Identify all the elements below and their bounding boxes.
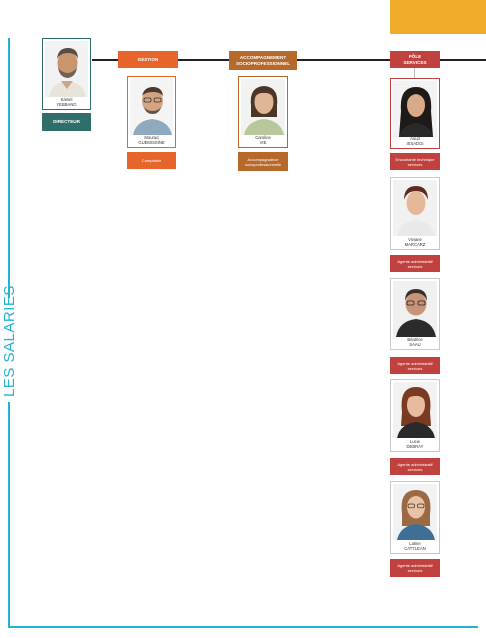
staff-name: Béatrice SAAU (407, 336, 423, 347)
connector-line (92, 59, 118, 61)
staff-name: Viviane MARCARZ (404, 236, 426, 247)
staff-name: Latine CATTLEAN (404, 540, 426, 551)
staff-photo (241, 79, 285, 135)
staff-card: Aoud ISSADGI (390, 78, 440, 149)
staff-photo (393, 180, 437, 236)
director-role-badge: DIRECTEUR (42, 113, 91, 131)
staff-photo (393, 281, 437, 337)
director-photo (45, 41, 88, 97)
staff-photo (393, 81, 437, 137)
avatar (393, 81, 437, 137)
side-rule-foot (8, 626, 478, 628)
side-rule-top (8, 38, 10, 298)
staff-role-badge: Agente administratif services (390, 357, 440, 374)
staff-card: Caroline VIE (238, 76, 288, 148)
staff-role-badge: Comptable (127, 152, 176, 169)
director-card: Kamel YEBBANG (42, 38, 91, 110)
staff-role-badge: Accompagnatrice socioprofessionnelle (238, 152, 288, 171)
avatar (393, 180, 437, 236)
department-header-gestion: GESTION (118, 51, 178, 68)
avatar (393, 281, 437, 337)
staff-card: Latine CATTLEAN (390, 481, 440, 554)
staff-name: Lucie DEBRAY (406, 438, 424, 449)
director-name: Kamel YEBBANG (56, 96, 77, 107)
avatar (241, 79, 285, 135)
staff-card: Lucie DEBRAY (390, 379, 440, 452)
connector-line (297, 59, 390, 61)
staff-photo (393, 484, 437, 540)
department-header-accompagnement: ACCOMPAGNEMENT SOCIOPROFESSIONNEL (229, 51, 297, 70)
connector-line (414, 68, 415, 78)
staff-role-badge: Agente administratif services (390, 559, 440, 577)
staff-role-badge: Encadrante technique services (390, 153, 440, 170)
avatar (130, 79, 173, 135)
department-header-pole-services: PÔLE SERVICES (390, 51, 440, 68)
side-rule-bottom (8, 402, 10, 628)
staff-card: Béatrice SAAU (390, 278, 440, 350)
staff-card: Mourad GUEMISSINE (127, 76, 176, 148)
connector-line (440, 59, 486, 61)
staff-role-badge: Agente administratif services (390, 255, 440, 272)
staff-name: Mourad GUEMISSINE (138, 134, 165, 145)
corner-accent-tab (390, 0, 486, 34)
staff-photo (130, 79, 173, 135)
staff-name: Aoud ISSADGI (406, 135, 424, 146)
section-title: LES SALARIES (1, 285, 18, 397)
avatar (393, 382, 437, 438)
staff-name: Caroline VIE (255, 134, 271, 145)
avatar (45, 41, 88, 97)
connector-line (178, 59, 229, 61)
staff-role-badge: Agente administratif services (390, 458, 440, 475)
staff-photo (393, 382, 437, 438)
avatar (393, 484, 437, 540)
staff-card: Viviane MARCARZ (390, 177, 440, 250)
